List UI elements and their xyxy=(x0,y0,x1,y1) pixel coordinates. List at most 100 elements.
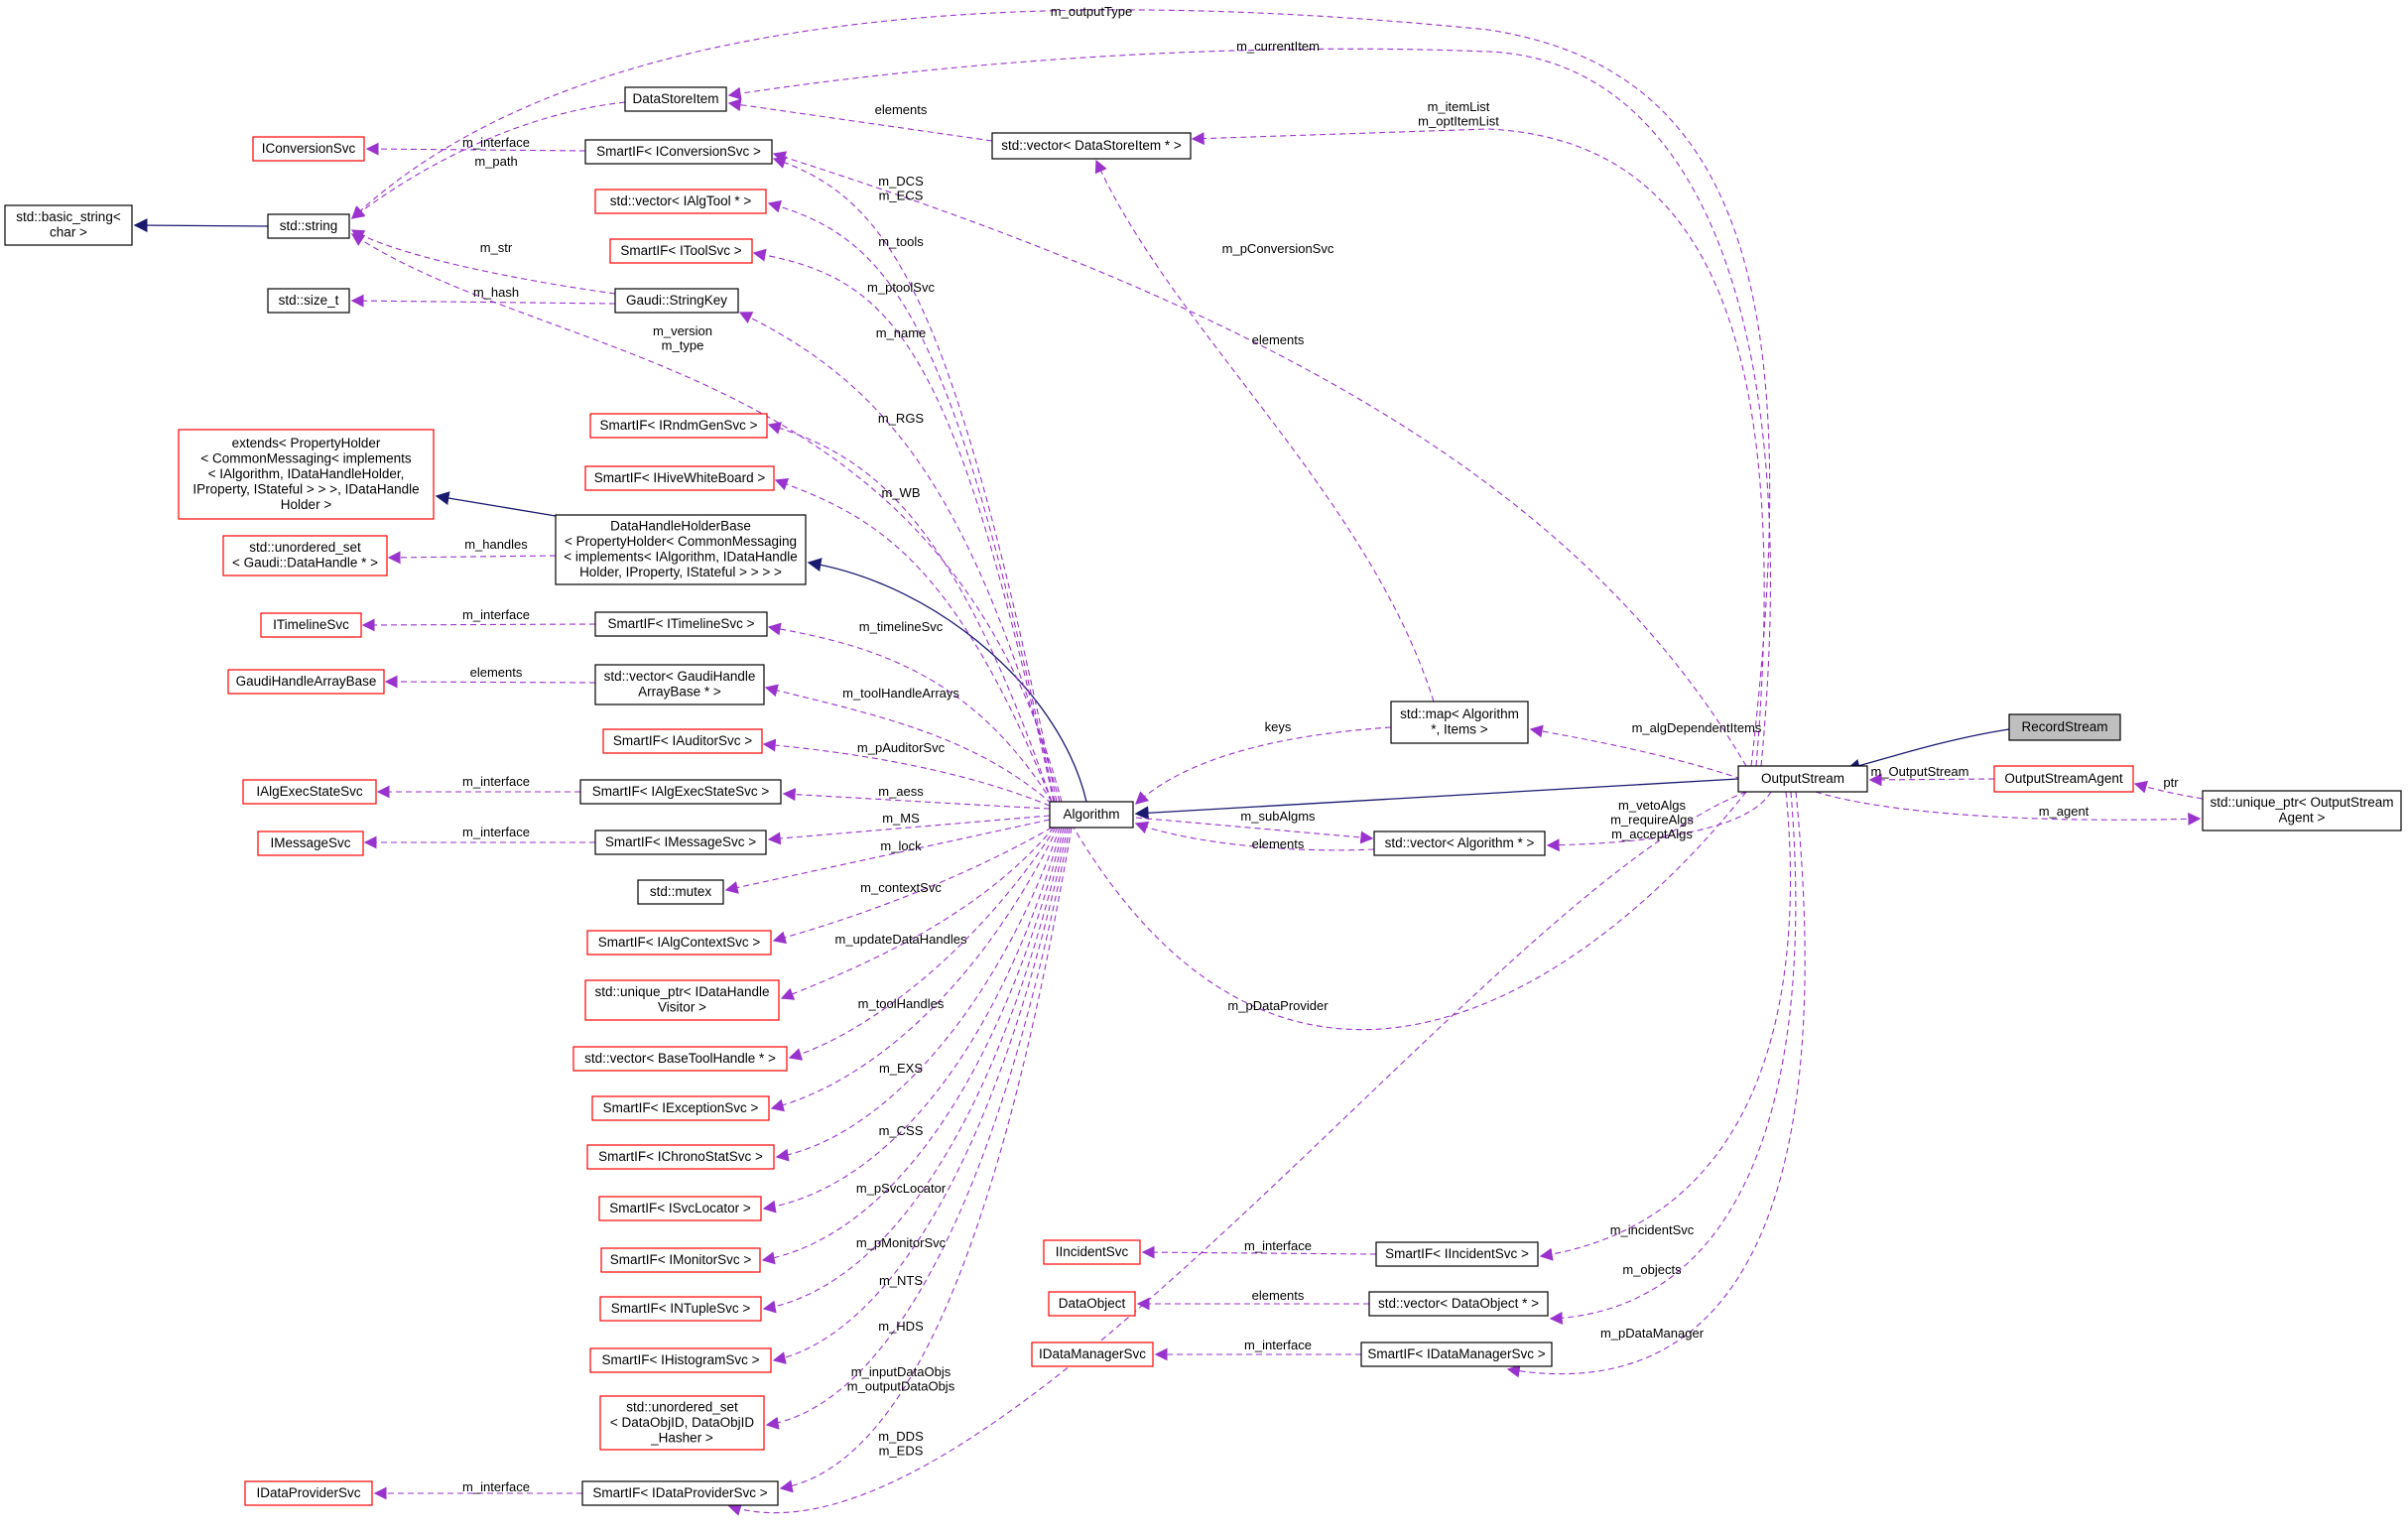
class-node-record-stream[interactable]: RecordStream xyxy=(2008,713,2121,741)
class-node-gaudi-handle-array-base[interactable]: GaudiHandleArrayBase xyxy=(227,669,385,695)
class-node-iincident-svc[interactable]: IIncidentSvc xyxy=(1043,1239,1141,1265)
class-node-label: std::basic_string< xyxy=(16,209,121,224)
usage-edge xyxy=(772,156,1058,803)
class-node-label: SmartIF< IExceptionSvc > xyxy=(603,1100,759,1115)
usage-edge xyxy=(1506,791,1806,1378)
class-node-smartif-imonitor[interactable]: SmartIF< IMonitorSvc > xyxy=(600,1247,761,1273)
class-node-label: IIncidentSvc xyxy=(1056,1244,1129,1259)
inheritance-edge xyxy=(1845,728,2010,773)
class-node-smartif-ialgcontext[interactable]: SmartIF< IAlgContextSvc > xyxy=(586,930,772,956)
edge-label-lock: m_lock xyxy=(880,838,922,853)
class-node-smartif-isvclocator[interactable]: SmartIF< ISvcLocator > xyxy=(598,1196,762,1221)
class-node-smartif-iexception[interactable]: SmartIF< IExceptionSvc > xyxy=(591,1095,770,1121)
class-node-label: _Hasher > xyxy=(650,1430,713,1445)
class-node-label: Gaudi::StringKey xyxy=(626,293,727,308)
class-node-imessage-svc[interactable]: IMessageSvc xyxy=(257,830,364,856)
class-node-itimeline-svc[interactable]: ITimelineSvc xyxy=(260,612,362,638)
class-node-box xyxy=(586,930,772,956)
class-node-smartif-idataprovider[interactable]: SmartIF< IDataProviderSvc > xyxy=(581,1480,779,1506)
edge-label-name: m_name xyxy=(876,325,927,340)
class-node-vector-ialgtool[interactable]: std::vector< IAlgTool * > xyxy=(594,189,767,214)
class-node-iconversion-svc[interactable]: IConversionSvc xyxy=(252,136,365,162)
edge-label-rgs: m_RGS xyxy=(878,411,925,426)
class-node-box xyxy=(591,1095,770,1121)
inheritance-edge xyxy=(1134,778,1739,821)
class-node-output-stream[interactable]: OutputStream xyxy=(1737,765,1868,793)
class-node-vector-dsi[interactable]: std::vector< DataStoreItem * > xyxy=(991,132,1192,160)
usage-edge xyxy=(1094,159,1435,703)
class-node-idata-provider-svc[interactable]: IDataProviderSvc xyxy=(244,1480,373,1506)
class-node-std-size-t[interactable]: std::size_t xyxy=(267,288,350,314)
class-node-extends-property-holder[interactable]: extends< PropertyHolder< CommonMessaging… xyxy=(178,429,435,520)
class-node-label: std::vector< IAlgTool * > xyxy=(610,193,752,208)
class-node-box xyxy=(178,429,435,520)
class-node-smartif-iincident[interactable]: SmartIF< IIncidentSvc > xyxy=(1375,1241,1539,1267)
class-node-box xyxy=(1368,1291,1549,1317)
class-node-smartif-ichronostat[interactable]: SmartIF< IChronoStatSvc > xyxy=(586,1144,775,1170)
class-node-vector-gaudi-handle[interactable]: std::vector< GaudiHandleArrayBase * > xyxy=(594,664,765,705)
class-node-vector-algorithm[interactable]: std::vector< Algorithm * > xyxy=(1373,830,1546,856)
edge-label-elements-dsi: elements xyxy=(875,102,928,117)
class-node-vector-dataobject[interactable]: std::vector< DataObject * > xyxy=(1368,1291,1549,1317)
edge-label-elements-gh: elements xyxy=(470,665,523,680)
class-node-smartif-iconversion[interactable]: SmartIF< IConversionSvc > xyxy=(584,139,773,165)
class-node-vector-basetoolhandle[interactable]: std::vector< BaseToolHandle * > xyxy=(572,1046,788,1072)
class-node-label: SmartIF< IAlgContextSvc > xyxy=(598,935,761,950)
usage-edge xyxy=(1141,1245,1377,1259)
usage-edge xyxy=(772,827,1069,1364)
edge-label-interface-execstate: m_interface xyxy=(462,774,530,789)
class-node-smartif-iauditor[interactable]: SmartIF< IAuditorSvc > xyxy=(602,728,763,754)
class-node-output-stream-agent[interactable]: OutputStreamAgent xyxy=(1993,765,2134,793)
class-node-string-key[interactable]: Gaudi::StringKey xyxy=(614,288,739,314)
class-node-label: ITimelineSvc xyxy=(273,617,349,632)
class-node-label: std::size_t xyxy=(279,293,339,308)
class-node-unique-ptr-osa[interactable]: std::unique_ptr< OutputStreamAgent > xyxy=(2202,790,2402,831)
class-node-std-mutex[interactable]: std::mutex xyxy=(637,879,724,905)
class-node-data-store-item[interactable]: DataStoreItem xyxy=(624,86,727,112)
usage-edge xyxy=(762,827,1063,1214)
class-node-box xyxy=(260,612,362,638)
class-node-unordered-set-dataobjid[interactable]: std::unordered_set< DataObjID, DataObjID… xyxy=(599,1395,765,1451)
class-node-smartif-irndmgensvc[interactable]: SmartIF< IRndmGenSvc > xyxy=(589,413,768,439)
class-node-smartif-idatamanager[interactable]: SmartIF< IDataManagerSvc > xyxy=(1360,1341,1553,1367)
usage-edge xyxy=(1191,128,1765,767)
edge-label-interface-datamanager: m_interface xyxy=(1244,1338,1312,1352)
class-node-label: < Gaudi::DataHandle * > xyxy=(232,556,378,571)
class-node-idata-manager-svc[interactable]: IDataManagerSvc xyxy=(1031,1341,1154,1367)
usage-edge xyxy=(350,294,616,308)
class-node-label: < PropertyHolder< CommonMessaging xyxy=(565,534,797,549)
usage-edge xyxy=(772,151,1747,767)
edge-label-timelinesvc: m_timelineSvc xyxy=(859,619,944,634)
class-node-smartif-ihivewhiteboard[interactable]: SmartIF< IHiveWhiteBoard > xyxy=(584,465,775,491)
class-node-data-object[interactable]: DataObject xyxy=(1048,1291,1136,1317)
class-node-unordered-set-dh[interactable]: std::unordered_set< Gaudi::DataHandle * … xyxy=(222,535,388,576)
class-node-box xyxy=(599,1395,765,1451)
class-node-label: SmartIF< IChronoStatSvc > xyxy=(598,1149,763,1164)
class-node-box xyxy=(584,139,773,165)
class-node-label: DataObject xyxy=(1059,1296,1126,1311)
class-node-smartif-ihistogram[interactable]: SmartIF< IHistogramSvc > xyxy=(589,1347,772,1373)
class-node-smartif-itimeline[interactable]: SmartIF< ITimelineSvc > xyxy=(594,611,768,637)
class-node-label: DataHandleHolderBase xyxy=(610,519,751,534)
class-node-ialg-exec-state-svc[interactable]: IAlgExecStateSvc xyxy=(242,779,377,805)
class-node-smartif-ialgexecstate[interactable]: SmartIF< IAlgExecStateSvc > xyxy=(579,779,782,805)
class-node-smartif-itoolsvc[interactable]: SmartIF< IToolSvc > xyxy=(609,238,753,264)
class-node-data-handle-holder-base[interactable]: DataHandleHolderBase< PropertyHolder< Co… xyxy=(555,514,807,585)
class-node-box xyxy=(257,830,364,856)
class-node-map-algorithm-items[interactable]: std::map< Algorithm*, Items > xyxy=(1390,701,1529,744)
class-node-box xyxy=(589,1347,772,1373)
class-node-box xyxy=(584,465,775,491)
class-node-box xyxy=(599,1296,762,1322)
usage-edge xyxy=(384,675,596,689)
edge-label-ptr: ptr xyxy=(2163,775,2179,790)
class-node-smartif-intuple[interactable]: SmartIF< INTupleSvc > xyxy=(599,1296,762,1322)
class-node-basic-string[interactable]: std::basic_string<char > xyxy=(4,204,133,246)
edge-label-handles: m_handles xyxy=(464,537,528,552)
class-node-algorithm[interactable]: Algorithm xyxy=(1049,801,1134,829)
class-node-box xyxy=(1993,765,2134,793)
class-node-smartif-imessage[interactable]: SmartIF< IMessageSvc > xyxy=(594,830,767,855)
edge-label-interface-conv: m_interface xyxy=(462,135,530,150)
class-node-std-string[interactable]: std::string xyxy=(267,213,350,239)
class-node-box xyxy=(602,728,763,754)
